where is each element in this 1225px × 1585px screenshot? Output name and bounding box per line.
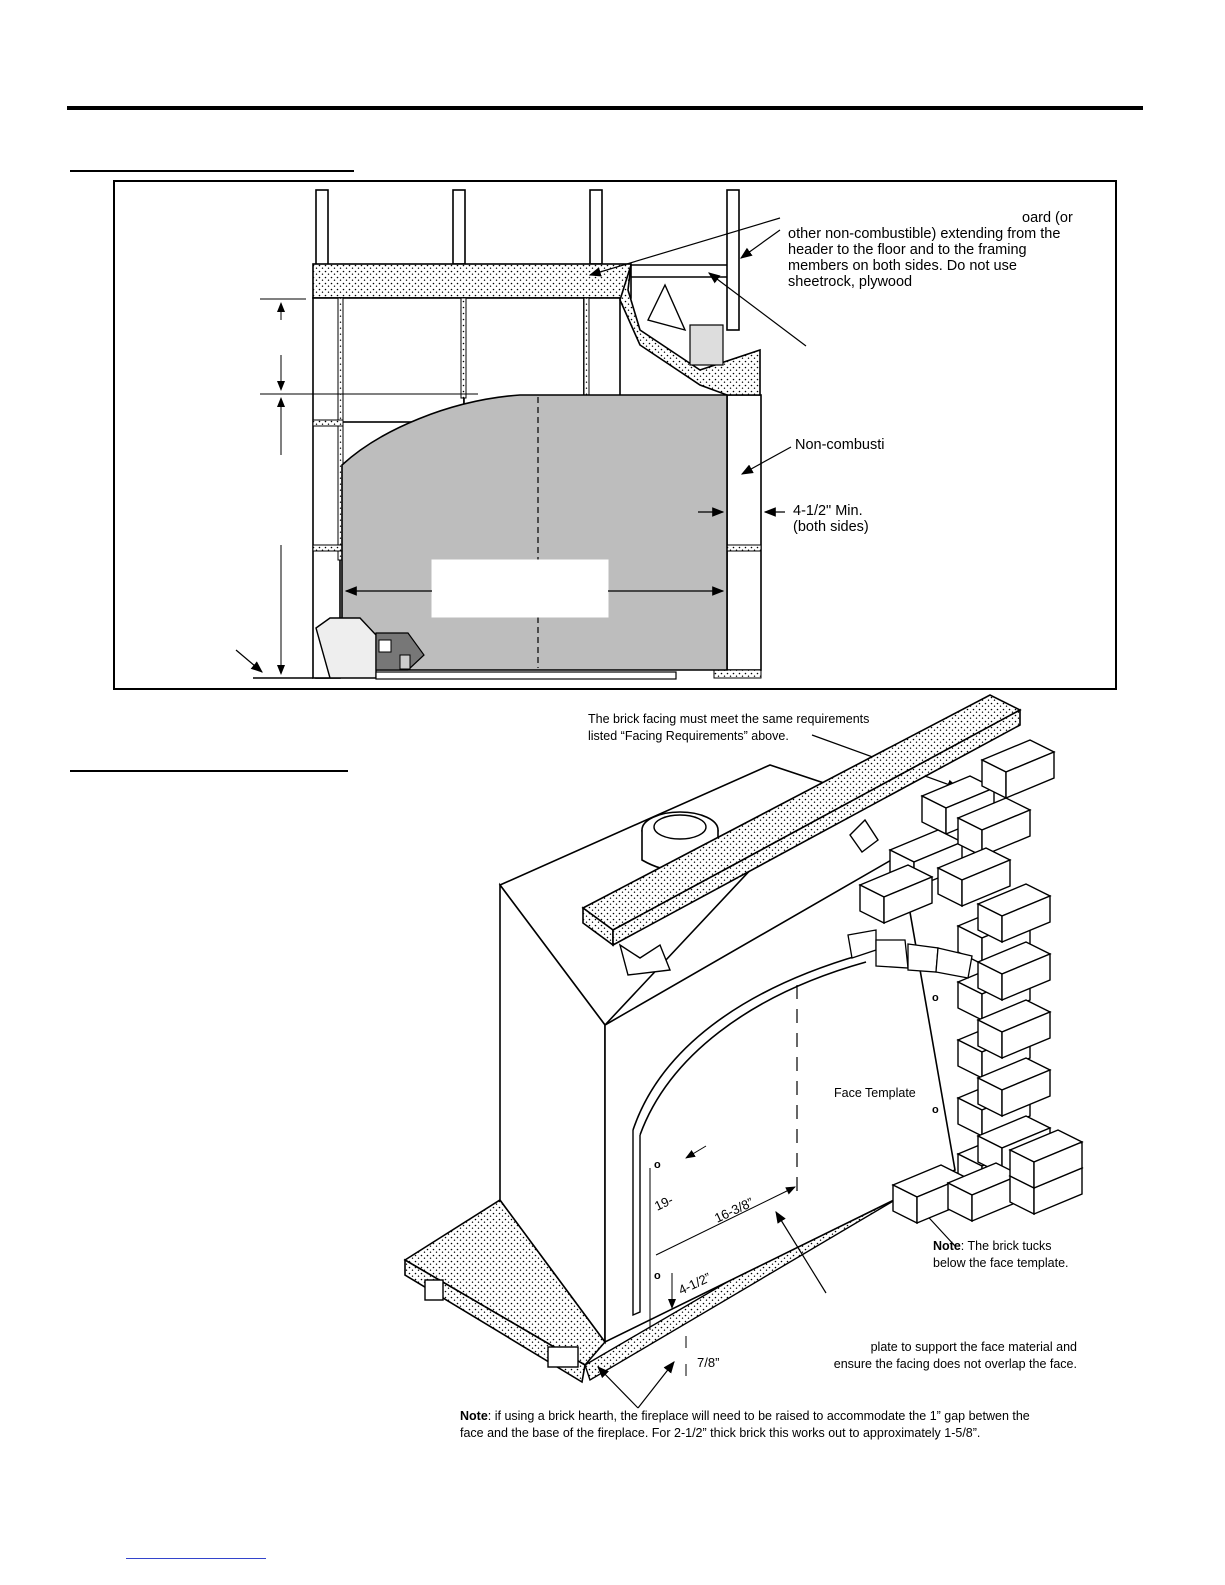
- callout-line: other non-combustible) extending from th…: [788, 226, 1061, 242]
- fireplace-face: [341, 394, 728, 671]
- note-line: ensure the facing does not overlap the f…: [833, 1357, 1077, 1371]
- callout-line: oard (or: [1022, 210, 1073, 226]
- top-rule: [67, 106, 1143, 110]
- hearth-note: Note: if using a brick hearth, the firep…: [460, 1408, 1030, 1442]
- face-template-label: Face Template: [834, 1086, 916, 1100]
- note-line: below the face template.: [933, 1256, 1069, 1270]
- callout-line: sheetrock, plywood: [788, 274, 913, 290]
- figure-1-frame: [113, 180, 1117, 690]
- face-label-box: [431, 559, 609, 618]
- callout-line: header to the floor and to the framing: [788, 242, 1027, 258]
- brick-tucks-note: Note: The brick tucks below the face tem…: [933, 1238, 1069, 1272]
- callout-line: members on both sides. Do not use: [788, 258, 1017, 274]
- section-heading-underline-1: [70, 170, 354, 172]
- hole-marker-3: o: [654, 1159, 661, 1171]
- note-bold-label: Note: [933, 1239, 961, 1253]
- header-board: [312, 263, 632, 299]
- hole-marker-4: o: [654, 1270, 661, 1282]
- hole-marker-2: o: [932, 1104, 939, 1116]
- note-bold-label: Note: [460, 1409, 488, 1423]
- note-text: : if using a brick hearth, the fireplace…: [487, 1409, 1030, 1423]
- note-line: The brick facing must meet the same requ…: [588, 712, 870, 726]
- footer-link-underline: [126, 1557, 266, 1559]
- brick-requirements-note: The brick facing must meet the same requ…: [588, 711, 869, 745]
- brick-column: [847, 739, 1083, 1224]
- dimension-7-8: 7/8”: [697, 1355, 720, 1370]
- note-line: listed “Facing Requirements” above.: [588, 729, 789, 743]
- min-clearance-label: 4-1/2" Min.: [793, 503, 863, 519]
- figure-1-framing-drawing: [235, 189, 807, 680]
- figure-2-brick-facing-drawing: [403, 694, 1083, 1409]
- section-heading-underline-2: [70, 770, 348, 772]
- hole-marker-1: o: [932, 992, 939, 1004]
- flue-top: [619, 264, 761, 396]
- note-text: : The brick tucks: [960, 1239, 1052, 1253]
- note-line: Note: if using a brick hearth, the firep…: [460, 1408, 1030, 1425]
- header-board-callout: oard (or other non-combustible) extendin…: [788, 210, 1073, 290]
- note-line: plate to support the face material and: [870, 1340, 1077, 1354]
- both-sides-label: (both sides): [793, 519, 869, 535]
- noncombustible-callout: Non-combusti: [795, 437, 885, 453]
- note-line: face and the base of the fireplace. For …: [460, 1426, 981, 1440]
- plate-note: plate to support the face material and e…: [757, 1339, 1077, 1373]
- note-line: Note: The brick tucks: [933, 1238, 1069, 1255]
